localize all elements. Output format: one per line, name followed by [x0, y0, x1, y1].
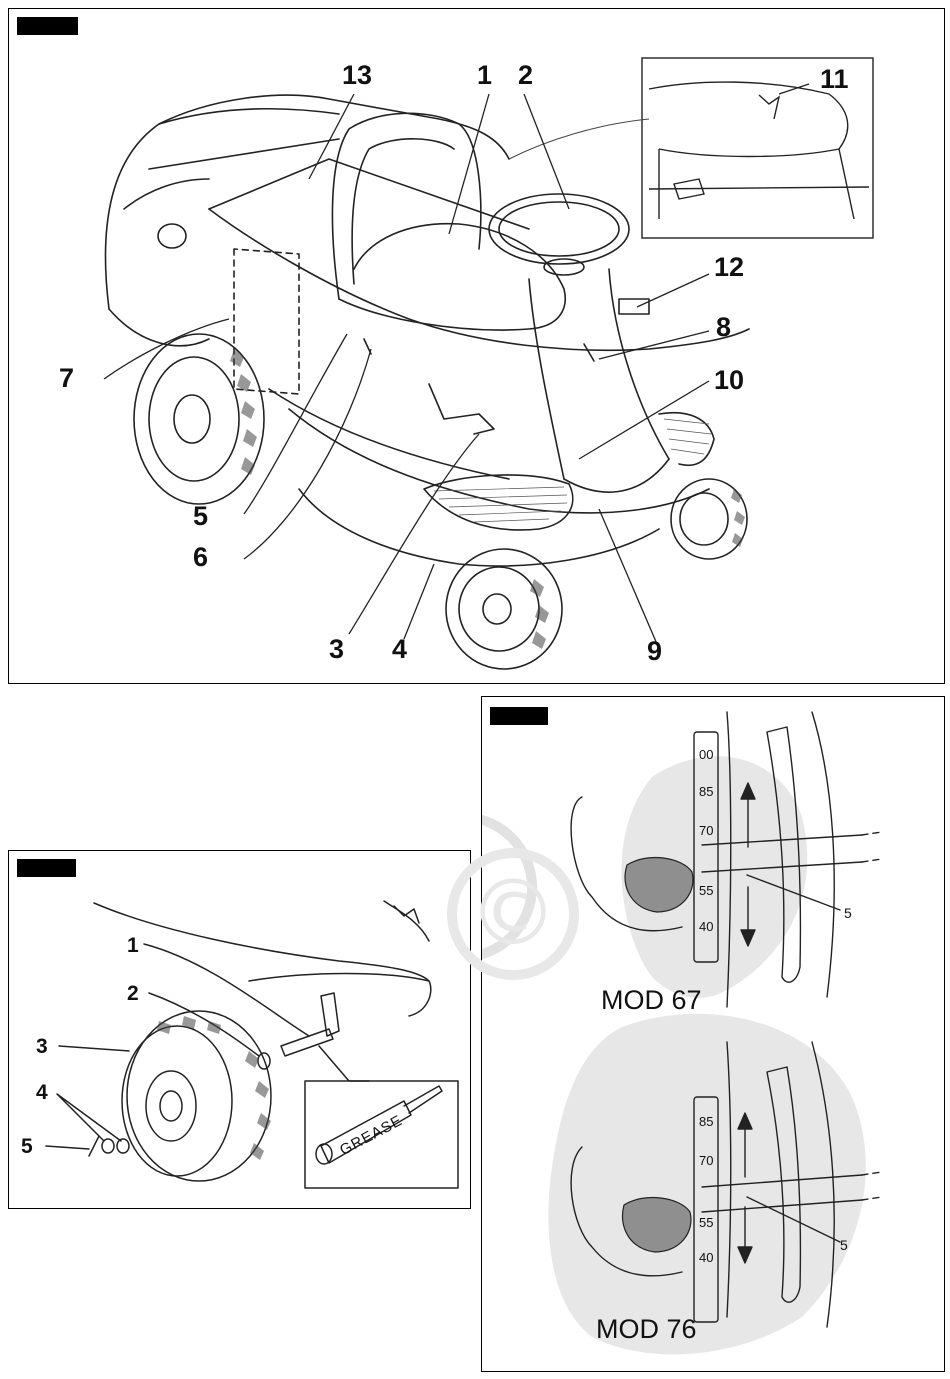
scale-mark: 55 — [699, 1215, 713, 1230]
figure-2-panel: 1 2 3 4 5 GREASE — [8, 850, 471, 1209]
washers-callout: 4 — [36, 1082, 48, 1103]
callout-5: 5 — [193, 503, 208, 530]
scale-mark: 85 — [699, 1114, 713, 1129]
callout-7: 7 — [59, 365, 74, 392]
copyright-symbol: © — [468, 869, 558, 959]
scale-mark: 55 — [699, 883, 713, 898]
lever-callout-bottom: 5 — [840, 1237, 848, 1253]
figure-3-panel: 00 85 70 55 40 85 70 55 40 5 5 MOD 67 MO… — [481, 696, 945, 1372]
callout-9: 9 — [647, 638, 662, 665]
wheel-callout: 3 — [36, 1036, 48, 1057]
model-label-76: MOD 76 — [596, 1314, 697, 1345]
figure-1-panel: 13 1 2 11 12 8 10 7 5 6 3 4 9 — [8, 8, 945, 684]
callout-1: 1 — [477, 62, 492, 89]
pin-callout: 5 — [21, 1136, 33, 1157]
callout-10: 10 — [714, 367, 744, 394]
model-label-67: MOD 67 — [601, 985, 702, 1016]
callout-8: 8 — [716, 314, 731, 341]
mower-drawing — [9, 9, 946, 685]
callout-4: 4 — [392, 636, 407, 663]
callout-6: 6 — [193, 544, 208, 571]
axle-callout: 1 — [127, 935, 139, 956]
lever-callout-top: 5 — [844, 905, 852, 921]
height-lever-drawing — [482, 697, 946, 1373]
callout-2: 2 — [518, 62, 533, 89]
wheel-assembly-drawing — [9, 851, 472, 1210]
scale-mark: 85 — [699, 784, 713, 799]
scale-mark: 40 — [699, 1250, 713, 1265]
copyright-watermark: © — [447, 848, 579, 980]
scale-mark: 00 — [699, 747, 713, 762]
washer-callout: 2 — [127, 983, 139, 1004]
scale-mark: 40 — [699, 919, 713, 934]
scale-mark: 70 — [699, 1153, 713, 1168]
callout-3: 3 — [329, 636, 344, 663]
scale-mark: 70 — [699, 823, 713, 838]
callout-13: 13 — [342, 62, 372, 89]
callout-12: 12 — [714, 254, 744, 281]
callout-11: 11 — [820, 66, 849, 93]
